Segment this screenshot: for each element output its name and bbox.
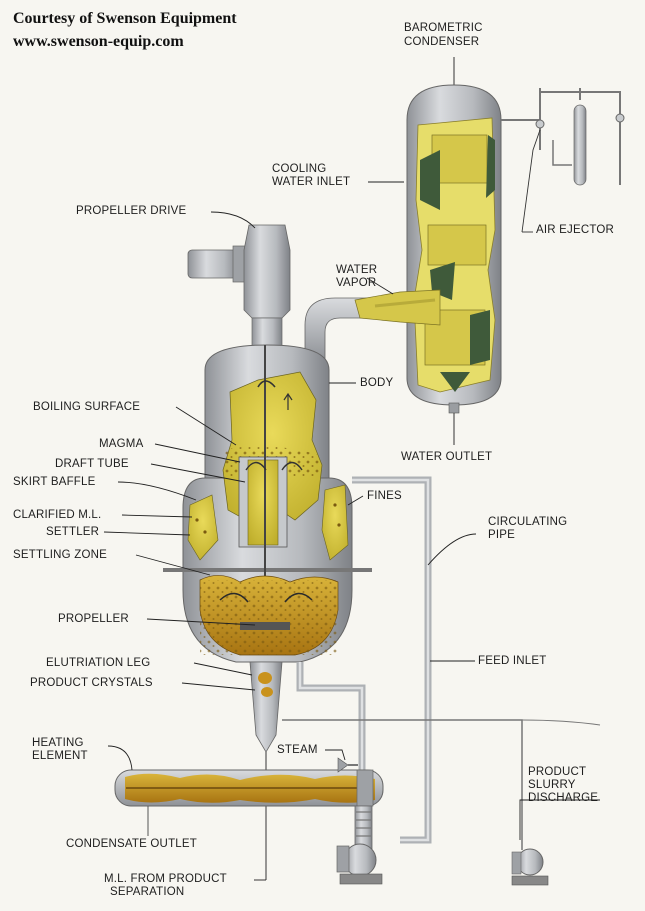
circulating-pipe-label: CIRCULATING	[488, 516, 568, 528]
product-slurry-label-2: SLURRY	[528, 779, 576, 791]
fines-label: FINES	[367, 490, 402, 502]
settling-zone-label: SETTLING ZONE	[13, 549, 107, 561]
draft-tube-label: DRAFT TUBE	[55, 458, 129, 470]
condensate-outlet-label: CONDENSATE OUTLET	[66, 838, 197, 850]
product-crystals-label: PRODUCT CRYSTALS	[30, 677, 153, 689]
cooling-water-inlet-label-2: WATER INLET	[272, 176, 351, 188]
air-ejector-assembly	[501, 88, 625, 233]
credit-line-url[interactable]: www.swenson-equip.com	[13, 33, 184, 50]
circulating-pump	[336, 805, 383, 885]
propeller-drive	[187, 224, 291, 349]
settler-label: SETTLER	[46, 526, 100, 538]
vapor-line	[304, 289, 441, 361]
crystallizer-body	[163, 344, 372, 663]
skirt-baffle-label: SKIRT BAFFLE	[13, 476, 96, 488]
clarified-ml-label: CLARIFIED M.L.	[13, 509, 102, 521]
barometric-condenser-label: BAROMETRIC	[404, 22, 483, 34]
elutriation-leg	[249, 661, 283, 880]
heating-element-label: HEATING	[32, 737, 84, 749]
magma-label: MAGMA	[99, 438, 144, 450]
heating-element-label-2: ELEMENT	[32, 750, 88, 762]
leader-lines	[103, 181, 600, 881]
body-label: BODY	[360, 377, 394, 389]
water-outlet-label: WATER OUTLET	[401, 451, 493, 463]
product-slurry-label: PRODUCT	[528, 766, 587, 778]
air-ejector-label: AIR EJECTOR	[536, 224, 615, 236]
product-slurry-label-3: DISCHARGE	[528, 792, 599, 804]
barometric-condenser-label-2: CONDENSER	[404, 36, 480, 48]
water-vapor-label-2: VAPOR	[336, 277, 377, 289]
propeller-drive-label: PROPELLER DRIVE	[76, 205, 187, 217]
ml-from-product-separation-label: M.L. FROM PRODUCT	[104, 873, 227, 885]
heating-element	[114, 757, 384, 836]
circulating-pipe	[282, 476, 601, 850]
steam-label: STEAM	[277, 744, 318, 756]
propeller-label: PROPELLER	[58, 613, 129, 625]
water-vapor-label: WATER	[336, 264, 378, 276]
circulating-pipe-label-2: PIPE	[488, 529, 516, 541]
cooling-water-inlet-label: COOLING	[272, 163, 327, 175]
elutriation-leg-label: ELUTRIATION LEG	[46, 657, 151, 669]
ml-from-product-separation-label-2: SEPARATION	[110, 886, 185, 898]
barometric-condenser	[406, 57, 502, 445]
credit-line-company: Courtesy of Swenson Equipment	[13, 10, 237, 27]
boiling-surface-label: BOILING SURFACE	[33, 401, 141, 413]
product-slurry-pump	[511, 848, 549, 886]
feed-inlet-label: FEED INLET	[478, 655, 547, 667]
